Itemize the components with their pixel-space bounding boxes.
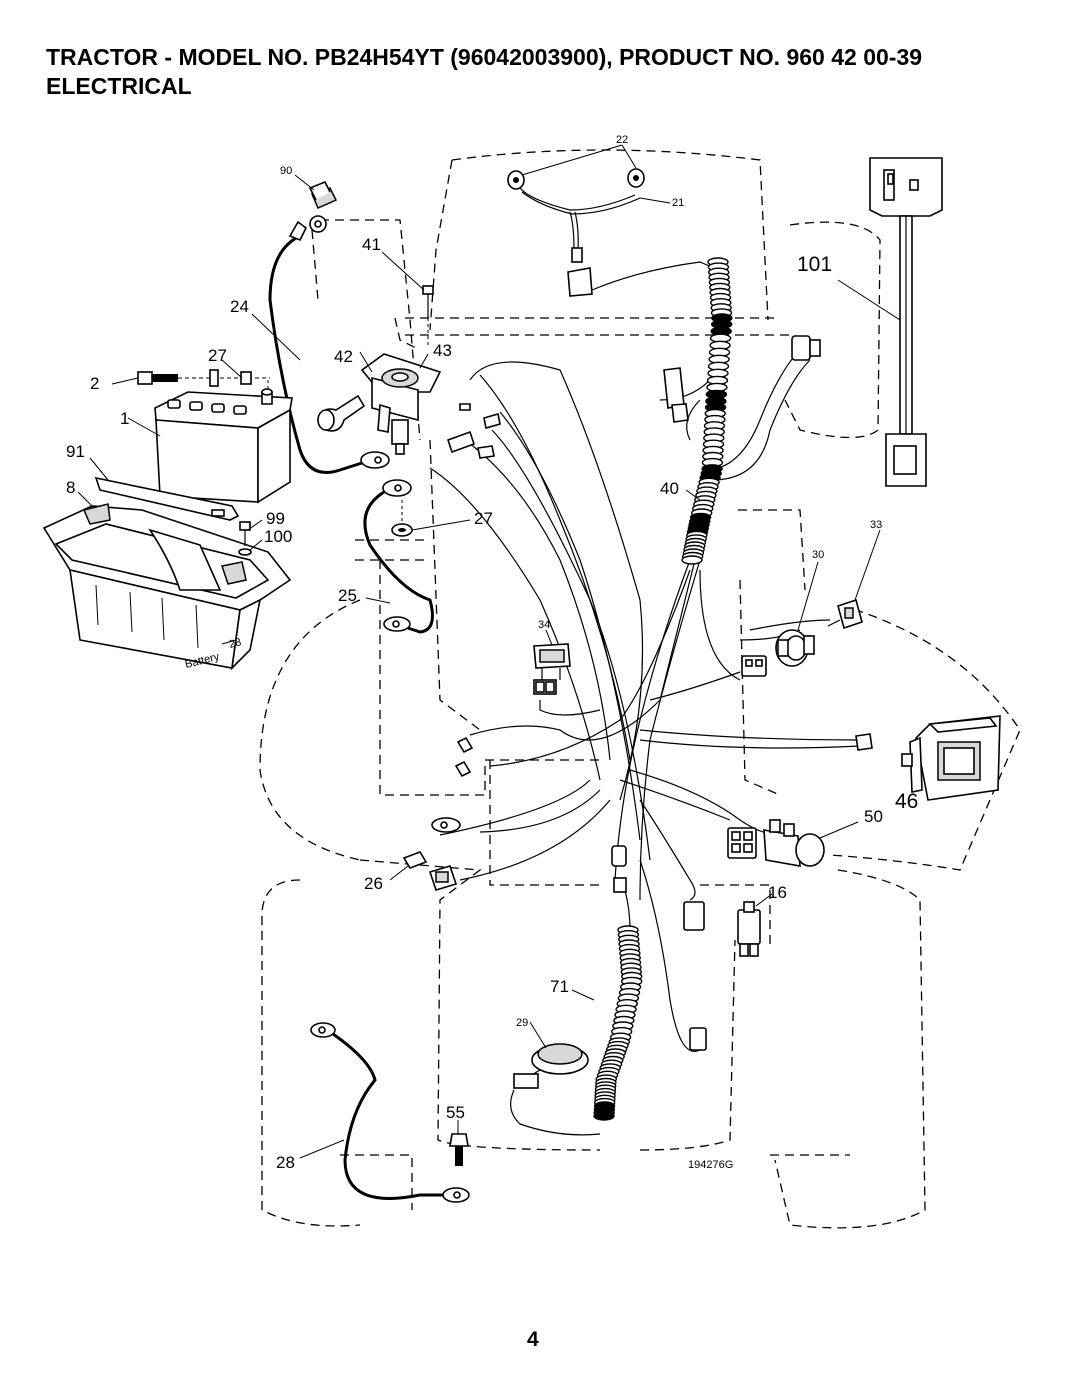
battery-1 (154, 380, 293, 504)
battery-tray-8 (42, 503, 292, 671)
harness-connectors (431, 335, 873, 1051)
leader-lines (77, 144, 901, 1159)
callout-46: 46 (895, 790, 918, 813)
callout-99: 99 (266, 509, 285, 528)
seat-switch-16 (737, 901, 761, 957)
switch-34 (533, 643, 571, 680)
terminal-boot-90 (308, 180, 338, 209)
washer-100 (238, 548, 252, 556)
callout-34: 34 (538, 619, 550, 631)
pto-switch-50 (727, 819, 825, 867)
headlight-harness-21 (519, 187, 715, 297)
callout-91: 91 (66, 442, 85, 461)
callout-30: 30 (812, 549, 824, 561)
callout-1: 1 (120, 409, 129, 428)
callout-71: 71 (550, 977, 569, 996)
bolt-55 (449, 1133, 469, 1166)
cable-25 (363, 479, 434, 634)
callout-26: 26 (364, 874, 383, 893)
page-number: 4 (527, 1328, 539, 1351)
callout-41: 41 (362, 235, 381, 254)
conduit-40 (681, 257, 733, 565)
callout-28-bottom: 28 (276, 1153, 295, 1172)
callout-27-center: 27 (474, 509, 493, 528)
bolt-41 (422, 285, 434, 345)
callout-24: 24 (230, 297, 249, 316)
callout-40: 40 (660, 479, 679, 498)
tractor-outline (259, 149, 1021, 1229)
callout-8: 8 (66, 478, 75, 497)
ignition-switch-30 (775, 629, 815, 667)
callout-27-top: 27 (208, 346, 227, 365)
callout-labels: 22 90 21 41 101 24 42 43 27 2 1 91 8 40 … (66, 134, 918, 1172)
light-29 (510, 1043, 601, 1136)
callout-43: 43 (433, 341, 452, 360)
nut-27 (209, 369, 252, 387)
solenoid-43 (360, 353, 442, 455)
callout-2: 2 (90, 374, 99, 393)
headlight-22-right (627, 168, 645, 188)
main-wiring-harness (429, 349, 861, 1052)
fuse-holder-26 (402, 851, 458, 891)
callout-42: 42 (334, 347, 353, 366)
callout-55: 55 (446, 1103, 465, 1122)
nut-27-center (391, 500, 413, 537)
callout-90: 90 (280, 165, 292, 177)
hold-down-strap-91 (94, 476, 240, 521)
terminal-boot-42 (317, 394, 366, 432)
callout-29: 29 (516, 1017, 528, 1029)
harness-adapter-101 (869, 157, 943, 487)
callout-21: 21 (672, 197, 684, 209)
ground-cable-28 (310, 1022, 470, 1203)
ignition-key-33 (827, 598, 863, 630)
section-title: ELECTRICAL (46, 73, 192, 99)
page-title: TRACTOR - MODEL NO. PB24H54YT (960420039… (46, 44, 923, 70)
callout-22: 22 (616, 134, 628, 146)
callout-33: 33 (870, 519, 882, 531)
headlight-22-left (507, 170, 525, 190)
battery-cable-24 (268, 215, 390, 474)
callout-100: 100 (264, 527, 292, 546)
callout-16: 16 (768, 883, 787, 902)
hour-meter-46 (901, 715, 1001, 801)
conduit-71 (593, 925, 643, 1121)
callout-28-tray: 28 (228, 636, 243, 651)
callout-25: 25 (338, 586, 357, 605)
callout-101: 101 (797, 253, 832, 276)
screw-99 (239, 521, 251, 546)
figure-id: 194276G (688, 1159, 733, 1171)
callout-50: 50 (864, 807, 883, 826)
